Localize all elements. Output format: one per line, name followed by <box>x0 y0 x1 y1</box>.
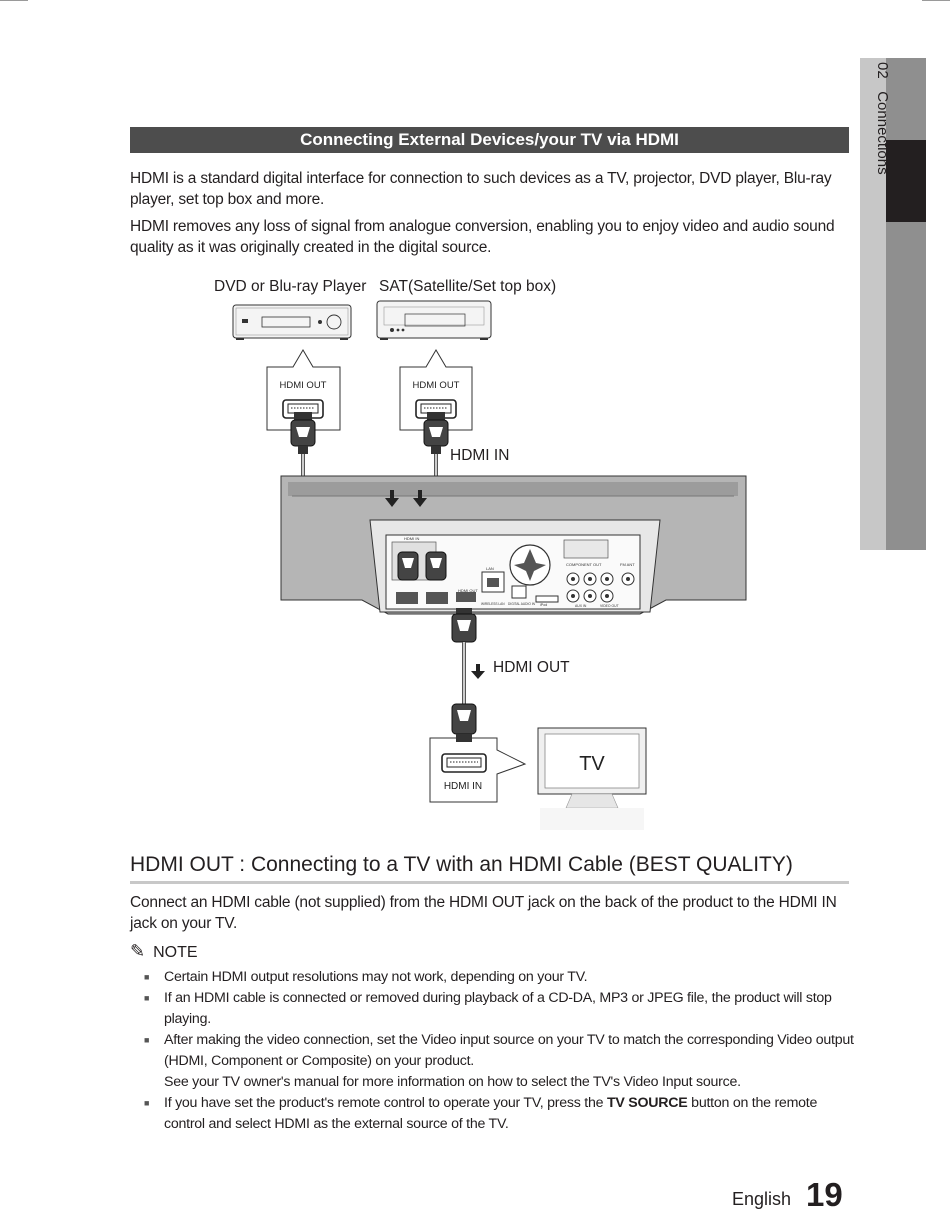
note-extra: See your TV owner's manual for more info… <box>164 1074 741 1090</box>
section-heading: HDMI OUT : Connecting to a TV with an HD… <box>130 851 849 884</box>
hdmi-out-callout: HDMI OUT <box>493 659 570 676</box>
page-number: 19 <box>806 1176 843 1213</box>
tv-hdmi-plug <box>451 703 477 742</box>
panel-ipod-text: iPod <box>540 603 547 607</box>
panel-hdmi-in-text: HDMI IN <box>404 536 419 541</box>
main-unit-illustration: HDMI IN HDMI OUT LAN WIRELESS LAN DIGITA… <box>280 475 747 615</box>
panel-digital-audio-text: DIGITAL AUDIO IN <box>508 602 536 606</box>
unit-hdmi-out-plug <box>451 608 477 643</box>
note-item: If you have set the product's remote con… <box>144 1093 854 1135</box>
intro-paragraph-2: HDMI removes any loss of signal from ana… <box>130 218 835 256</box>
note-item: If an HDMI cable is connected or removed… <box>144 988 854 1030</box>
dvd-player-label: DVD or Blu-ray Player <box>214 278 367 295</box>
panel-video-out-text: VIDEO OUT <box>600 604 619 608</box>
intro-paragraph-1: HDMI is a standard digital interface for… <box>130 170 832 208</box>
pencil-icon: ✎ <box>130 941 146 961</box>
unit-hdmi-in-plugs <box>397 551 447 581</box>
tv-source-button-name: TV SOURCE <box>606 1095 688 1111</box>
hdmi-in-callout: HDMI IN <box>450 447 510 464</box>
note-title: ✎ NOTE <box>130 941 198 962</box>
panel-hdmi-out-text: HDMI OUT <box>458 588 478 593</box>
sat-hdmi-plug <box>423 412 449 454</box>
note-item: After making the video connection, set t… <box>144 1030 854 1093</box>
dvd-hdmi-plug <box>290 412 316 454</box>
dvd-hdmi-out-callout: HDMI OUT <box>266 349 341 431</box>
section-title: Connecting External Devices/your TV via … <box>130 127 849 153</box>
tv-text: TV <box>579 753 605 775</box>
footer-language: English <box>732 1189 792 1209</box>
arrow-down-icon <box>471 664 485 679</box>
dvd-hdmi-out-text: HDMI OUT <box>280 380 327 391</box>
sat-hdmi-out-text: HDMI OUT <box>413 380 460 391</box>
panel-aux-in-text: AUX IN <box>575 604 587 608</box>
crop-mark-right <box>922 0 950 1</box>
connect-instructions: Connect an HDMI cable (not supplied) fro… <box>130 894 837 932</box>
chapter-tab <box>860 58 926 550</box>
tv-hdmi-in-text: HDMI IN <box>444 781 482 792</box>
panel-lan-text: LAN <box>486 566 494 571</box>
hdmi-connection-diagram: HDMI OUT HDMI OUT <box>232 300 747 830</box>
tv-illustration: TV <box>537 727 647 830</box>
note-title-text: NOTE <box>153 944 198 961</box>
tv-hdmi-in-callout: HDMI IN <box>429 737 527 803</box>
panel-component-text: COMPONENT OUT <box>566 562 602 567</box>
set-top-box-illustration <box>376 300 492 340</box>
sat-box-label: SAT(Satellite/Set top box) <box>379 278 557 295</box>
arrow-down-icon <box>385 490 427 507</box>
panel-fm-ant-text: FM ANT <box>620 562 635 567</box>
note-item: Certain HDMI output resolutions may not … <box>144 967 854 988</box>
sat-hdmi-out-callout: HDMI OUT <box>399 349 473 431</box>
note-list: Certain HDMI output resolutions may not … <box>144 967 854 1135</box>
panel-wireless-lan-text: WIRELESS LAN <box>481 602 505 606</box>
crop-mark-left <box>0 0 28 1</box>
dvd-player-illustration <box>232 304 352 340</box>
